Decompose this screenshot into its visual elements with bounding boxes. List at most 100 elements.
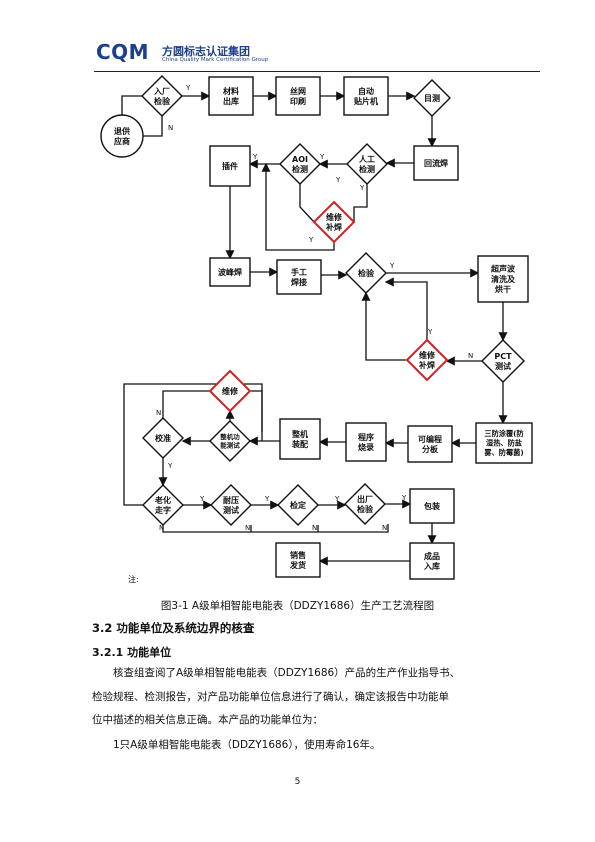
- flow-connector: [384, 277, 428, 340]
- flow-node-insert: 插件: [209, 145, 251, 187]
- page-number: 5: [294, 777, 301, 787]
- svg-text:波峰焊: 波峰焊: [218, 267, 242, 277]
- svg-text:装配: 装配: [291, 439, 308, 449]
- svg-text:应商: 应商: [114, 136, 130, 146]
- svg-text:走字: 走字: [154, 505, 171, 515]
- flow-node-reflow: 回流焊: [413, 145, 459, 181]
- flow-connector: [250, 390, 263, 441]
- flow-node-wave-solder: 波峰焊: [209, 257, 251, 287]
- svg-text:人工: 人工: [359, 154, 375, 164]
- flow-connector: [162, 390, 210, 418]
- flow-node-calibration: 校准: [142, 417, 184, 459]
- flow-branch-label: N: [168, 124, 173, 132]
- flow-branch-label: Y: [252, 153, 258, 161]
- company-name-en: China Quality Mark Certification Group: [162, 57, 269, 63]
- svg-text:整机: 整机: [291, 429, 308, 439]
- flowchart-note: 注:: [128, 574, 139, 584]
- section-heading: 3.2 功能单位及系统边界的核查: [92, 621, 255, 635]
- flow-branch-label: Y: [335, 176, 341, 184]
- svg-text:出库: 出库: [223, 96, 239, 106]
- flow-branch-label: Y: [264, 495, 270, 503]
- svg-text:可编程: 可编程: [418, 434, 442, 444]
- svg-text:手工: 手工: [291, 267, 307, 277]
- svg-text:维修: 维修: [222, 386, 239, 396]
- svg-text:退供: 退供: [114, 126, 130, 136]
- flow-branch-label: N: [159, 524, 164, 532]
- svg-text:PCT: PCT: [494, 352, 512, 361]
- flow-connector: [143, 116, 163, 137]
- paragraph-line: 检验规程、检测报告，对产品功能单位信息进行了确认，确定该报告中功能单: [92, 691, 449, 703]
- svg-text:维修: 维修: [326, 212, 343, 222]
- svg-text:雾、防霉菌): 雾、防霉菌): [483, 448, 523, 457]
- svg-text:出厂: 出厂: [357, 494, 373, 504]
- svg-text:补焊: 补焊: [418, 360, 435, 370]
- flow-connector: [261, 162, 335, 251]
- subsection-heading: 3.2.1 功能单位: [92, 646, 172, 659]
- flow-node-verification: 检定: [277, 484, 319, 526]
- flow-connector: [361, 291, 407, 361]
- flow-branch-label: Y: [334, 495, 340, 503]
- svg-text:包装: 包装: [423, 501, 440, 511]
- flow-branch-label: Y: [389, 262, 395, 270]
- flow-branch-label: Y: [359, 184, 365, 192]
- flow-node-three-proof: 三防涂覆(防湿热、防盐雾、防霉菌): [475, 422, 533, 464]
- flow-connector: [121, 95, 142, 115]
- svg-text:检验: 检验: [358, 268, 375, 278]
- svg-text:入厂: 入厂: [153, 87, 170, 96]
- svg-text:烘干: 烘干: [495, 284, 511, 294]
- flow-branch-label: Y: [427, 328, 433, 336]
- header-divider: [94, 71, 540, 72]
- flow-branch-label: N: [312, 524, 317, 532]
- svg-text:回流焊: 回流焊: [424, 158, 448, 168]
- flow-branch-label: Y: [401, 494, 407, 502]
- svg-text:入库: 入库: [423, 561, 440, 571]
- flow-node-inspect1: 检验: [345, 252, 387, 294]
- svg-text:成品: 成品: [424, 551, 440, 561]
- svg-text:补焊: 补焊: [325, 222, 342, 232]
- svg-text:检测: 检测: [359, 164, 375, 174]
- flow-branch-label: N: [245, 524, 250, 532]
- flow-branch-label: Y: [308, 236, 314, 244]
- flow-branch-label: N: [468, 352, 473, 360]
- svg-text:印刷: 印刷: [290, 96, 306, 106]
- flow-node-repair3: 维修: [208, 369, 252, 413]
- svg-text:清洗及: 清洗及: [491, 274, 516, 284]
- svg-text:丝网: 丝网: [290, 86, 306, 96]
- figure-caption: 图3-1 A级单相智能电能表（DDZY1686）生产工艺流程图: [160, 600, 435, 612]
- svg-text:自动: 自动: [358, 86, 374, 96]
- svg-text:耐压: 耐压: [223, 495, 239, 505]
- svg-text:插件: 插件: [222, 161, 238, 171]
- svg-text:维修: 维修: [419, 350, 436, 360]
- flow-connector: [299, 184, 315, 223]
- svg-text:测试: 测试: [223, 505, 239, 515]
- svg-text:检验: 检验: [357, 504, 374, 514]
- flow-branch-label: Y: [199, 495, 205, 503]
- svg-text:检定: 检定: [290, 500, 306, 510]
- svg-text:整机功: 整机功: [220, 432, 240, 441]
- paragraph-line: 核查组查阅了A级单相智能电能表（DDZY1686）产品的生产作业指导书、: [113, 667, 461, 679]
- svg-text:材料: 材料: [223, 86, 239, 96]
- svg-text:AOI: AOI: [292, 155, 308, 164]
- svg-text:程序: 程序: [358, 432, 374, 442]
- flow-connector: [123, 383, 263, 506]
- svg-text:销售: 销售: [290, 550, 306, 560]
- flow-connector: [162, 524, 389, 533]
